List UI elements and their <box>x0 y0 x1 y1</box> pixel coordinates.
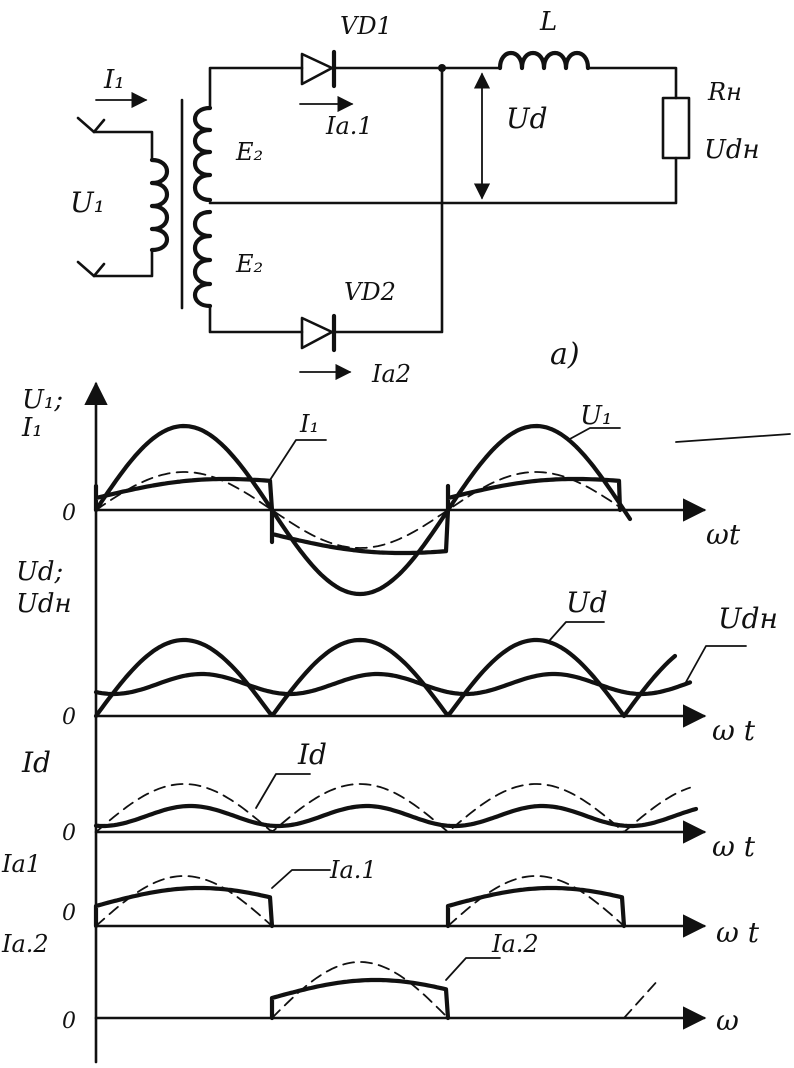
leader-i1 <box>269 439 327 481</box>
diode-vd1 <box>300 49 337 89</box>
leader-ud <box>549 621 605 641</box>
x-axis-label: ω <box>716 1004 739 1037</box>
label-e2-bottom: E₂ <box>235 250 263 278</box>
curve-label-udn: Udн <box>718 602 778 635</box>
label-e2-top: E₂ <box>235 138 263 166</box>
x-axis-label: ω t <box>712 714 756 747</box>
curve-udn <box>93 671 693 697</box>
input-terminal-bottom <box>76 260 106 278</box>
x-axis-label: ω t <box>712 830 756 863</box>
secondary-winding-bottom <box>192 209 213 309</box>
label-u1: U₁ <box>70 186 105 219</box>
diode-vd2 <box>300 313 337 353</box>
curve-ia2-ideal <box>271 961 661 1019</box>
leader-ia2 <box>445 957 501 981</box>
input-terminal-top <box>76 116 106 134</box>
caption-a: а) <box>550 337 580 372</box>
label-vd2: VD2 <box>344 278 396 306</box>
load-resistor <box>661 96 691 160</box>
circuit-schematic: I₁ U₁ E₂ E₂ VD1 VD2 Iа.1 Iа2 L Rн Udн Ud… <box>70 7 760 388</box>
leader-id <box>255 773 311 809</box>
zero-label: 0 <box>62 705 76 730</box>
x-axis-label: ω t <box>716 916 760 949</box>
curve-id <box>93 803 699 829</box>
y-axis-label: Ud; Udн <box>16 557 72 619</box>
curve-label-id: Id <box>297 738 327 771</box>
wire-top <box>208 66 304 110</box>
curve-i1 <box>93 476 623 556</box>
y-axis-label: Iа.2 <box>1 930 49 958</box>
junction-dot <box>438 64 446 72</box>
curve-label-u1: U₁ <box>580 401 612 431</box>
x-axis-label: ωt <box>706 518 741 551</box>
plot-anode-current-1: Iа1 0 ω t Iа.1 <box>1 850 760 949</box>
curve-u1 <box>93 423 633 597</box>
leader-udn <box>685 645 747 683</box>
wire-bottom <box>208 304 304 334</box>
label-ud-circuit: Ud <box>506 102 548 135</box>
label-rn: Rн <box>707 78 742 106</box>
curve-label-i1: I₁ <box>299 410 319 438</box>
zero-label: 0 <box>62 821 76 846</box>
label-i1: I₁ <box>103 65 125 95</box>
curve-ia1 <box>93 885 627 929</box>
label-vd1: VD1 <box>340 12 392 40</box>
wire-bottom-right <box>334 66 444 334</box>
plot-rectified-voltage: Ud; Udн 0 ω t Ud Udн <box>16 557 778 747</box>
wire-to-load <box>586 66 678 100</box>
plot-anode-current-2: Iа.2 0 ω Iа.2 <box>1 930 739 1037</box>
plot-load-current: Id 0 ω t Id <box>21 738 756 863</box>
zero-label: 0 <box>62 901 76 926</box>
leader-ia1 <box>271 869 331 889</box>
y-axis-label: Iа1 <box>1 850 41 878</box>
curve-ia1-ideal <box>95 875 623 927</box>
label-ia1: Iа.1 <box>325 112 373 140</box>
secondary-winding-top <box>192 105 213 203</box>
curve-label-ia2: Iа.2 <box>491 930 539 958</box>
curve-ud <box>93 637 678 719</box>
waveform-plots: U₁; I₁ 0 ωt I₁ U₁ Ud; Udн 0 ω t <box>1 381 791 1064</box>
primary-lead-top <box>92 130 154 162</box>
stray-mark <box>675 433 791 443</box>
y-axis-label: U₁; I₁ <box>21 385 71 443</box>
curve-i1-ideal <box>95 471 619 549</box>
label-ia2: Iа2 <box>371 360 411 388</box>
zero-label: 0 <box>62 501 76 526</box>
zero-label: 0 <box>62 1009 76 1034</box>
inductor-l <box>497 50 591 71</box>
label-l: L <box>539 7 557 37</box>
leader-u1 <box>567 427 621 441</box>
plot-primary: U₁; I₁ 0 ωt I₁ U₁ <box>21 385 791 597</box>
curve-label-ia1: Iа.1 <box>329 856 377 884</box>
curve-ud-reference <box>95 783 691 833</box>
wire-center-tap <box>208 156 678 205</box>
curve-label-ud: Ud <box>566 586 608 619</box>
curve-ia2 <box>269 977 451 1021</box>
label-udn-circuit: Udн <box>704 135 760 165</box>
y-axis-label: Id <box>21 746 51 779</box>
primary-winding <box>149 157 170 253</box>
primary-lead-bottom <box>92 248 154 278</box>
